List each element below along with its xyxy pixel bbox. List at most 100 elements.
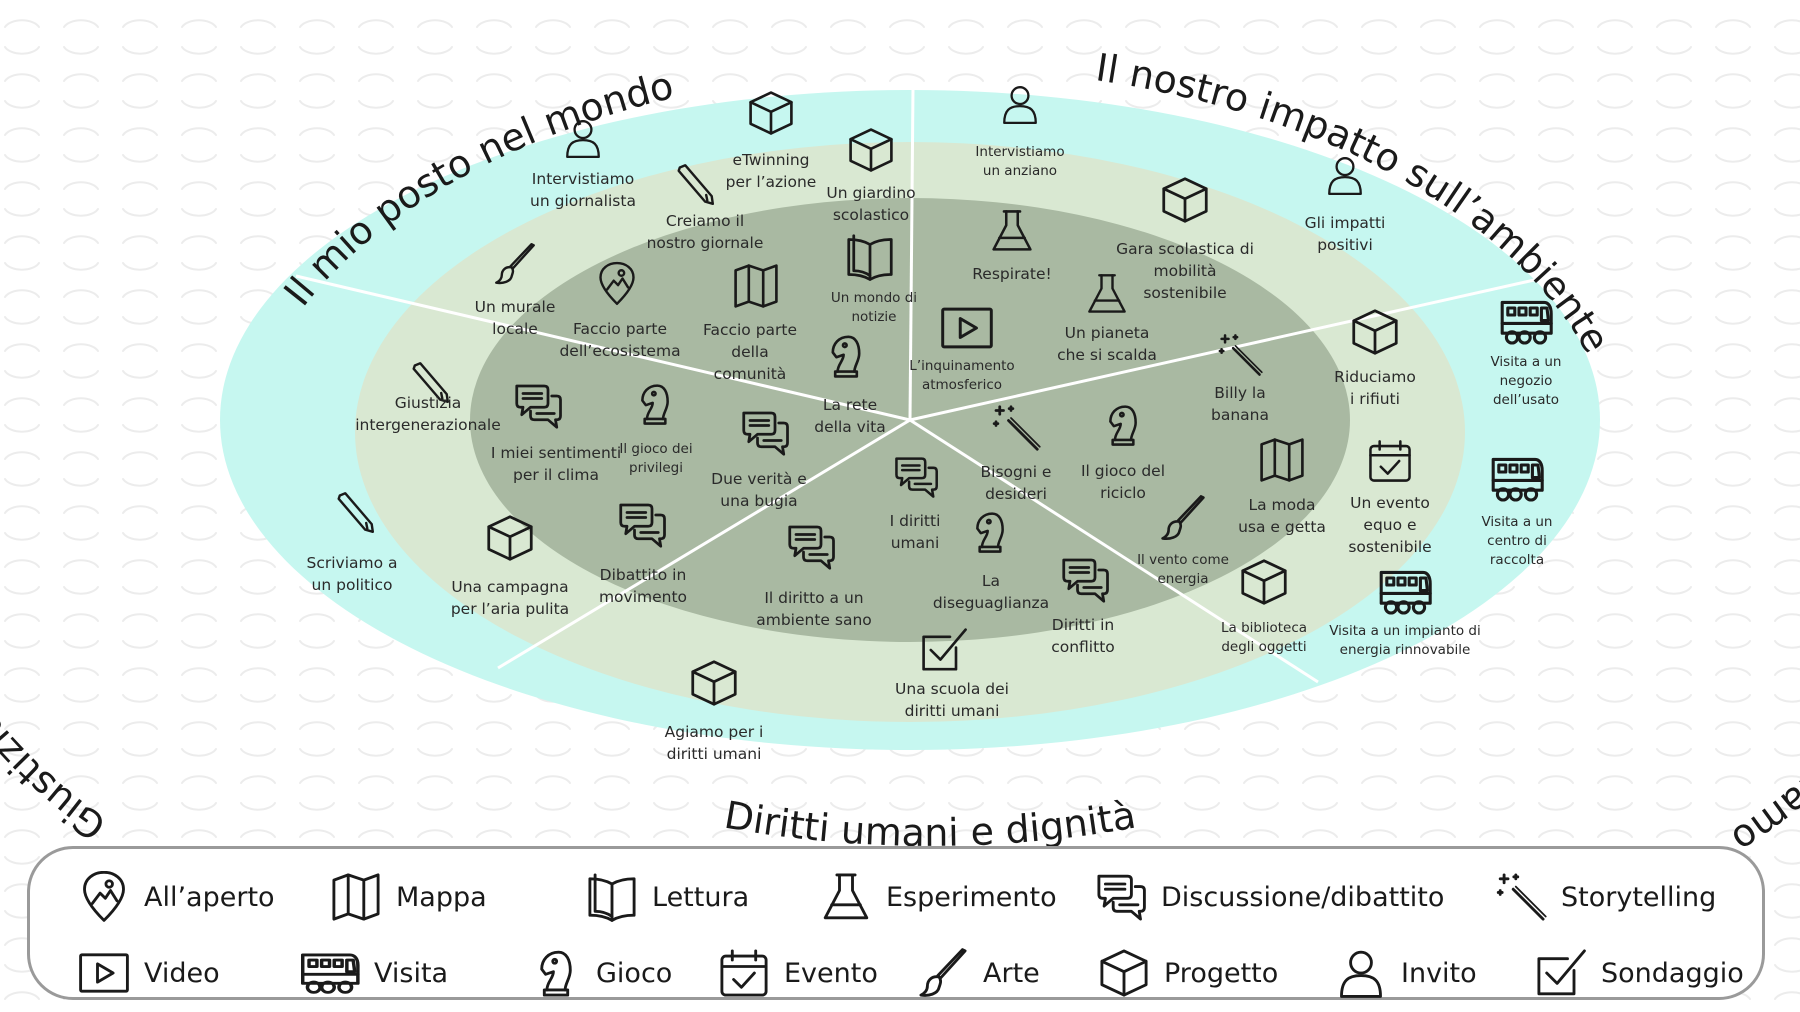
brush-icon	[495, 242, 535, 285]
activity[interactable]: Respirate!	[972, 210, 1052, 283]
bus-icon	[1491, 457, 1544, 502]
magic-wand-icon	[1496, 873, 1547, 921]
person-icon	[1340, 950, 1382, 998]
person-icon	[1328, 157, 1362, 196]
magic-wand-icon	[992, 405, 1041, 451]
chess-knight-icon	[540, 950, 572, 997]
legend-item-location-pin: All’aperto	[78, 871, 275, 923]
legend-label: Evento	[784, 957, 878, 989]
cube-icon	[1100, 949, 1148, 997]
section-title: Giustizia climatica	[0, 541, 114, 849]
chat-icon	[788, 525, 835, 570]
person-icon	[1003, 86, 1037, 125]
legend-item-magic-wand: Storytelling	[1495, 871, 1716, 923]
flask-icon	[823, 873, 869, 920]
legend-item-book: Lettura	[586, 871, 749, 923]
legend-label: Visita	[374, 957, 449, 989]
legend-item-bus: Visita	[298, 947, 448, 999]
chat-icon	[742, 411, 789, 456]
cube-icon	[691, 660, 737, 706]
calendar-icon	[720, 949, 768, 997]
magic-wand-icon	[1218, 334, 1263, 376]
legend-item-flask: Esperimento	[820, 871, 1057, 923]
chat-icon	[515, 384, 562, 429]
bus-icon	[1500, 300, 1553, 345]
person-icon	[566, 120, 600, 159]
brush-icon	[1161, 495, 1205, 541]
chat-icon	[619, 503, 666, 548]
checkbox-icon	[1537, 949, 1586, 996]
book-icon	[847, 234, 893, 281]
location-pin-icon	[83, 871, 125, 922]
cube-icon	[487, 515, 533, 561]
legend-item-checkbox: Sondaggio	[1535, 947, 1744, 999]
legend-label: Video	[144, 957, 220, 989]
legend-label: Storytelling	[1561, 881, 1717, 913]
flask-icon	[992, 210, 1032, 251]
legend-item-video: Video	[78, 947, 220, 999]
pencil-icon	[337, 492, 375, 534]
legend-label: Arte	[983, 957, 1040, 989]
legend-label: Sondaggio	[1601, 957, 1744, 989]
legend-item-chess-knight: Gioco	[530, 947, 672, 999]
chess-knight-icon	[641, 384, 669, 425]
chess-knight-icon	[1109, 405, 1137, 446]
legend-item-cube: Progetto	[1098, 947, 1278, 999]
